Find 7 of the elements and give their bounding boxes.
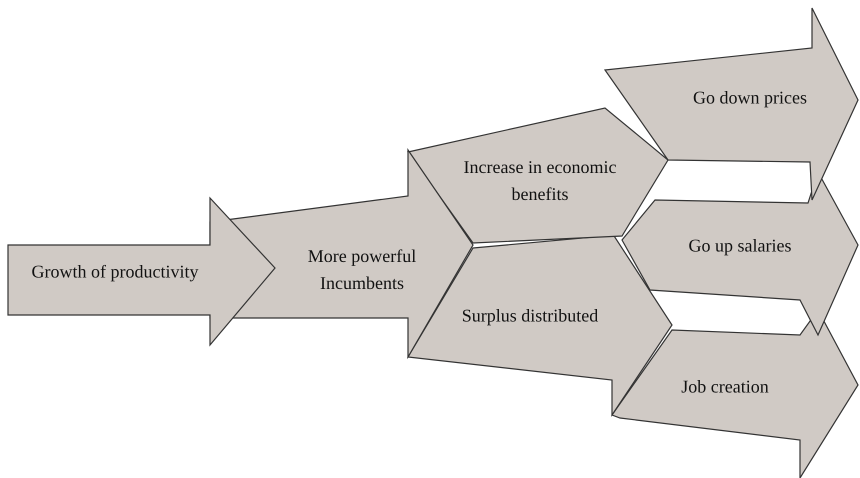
arrow-label: Surplus distributed xyxy=(460,304,600,328)
arrow-label: Job creation xyxy=(680,376,770,398)
arrow-label: Growth of productivity xyxy=(30,260,200,284)
arrow-label: Increase in economic benefits xyxy=(462,156,618,206)
arrow-label: Go up salaries xyxy=(688,234,792,258)
arrow-label: More powerful Incumbents xyxy=(306,245,418,295)
arrow-label: Go down prices xyxy=(692,86,808,110)
